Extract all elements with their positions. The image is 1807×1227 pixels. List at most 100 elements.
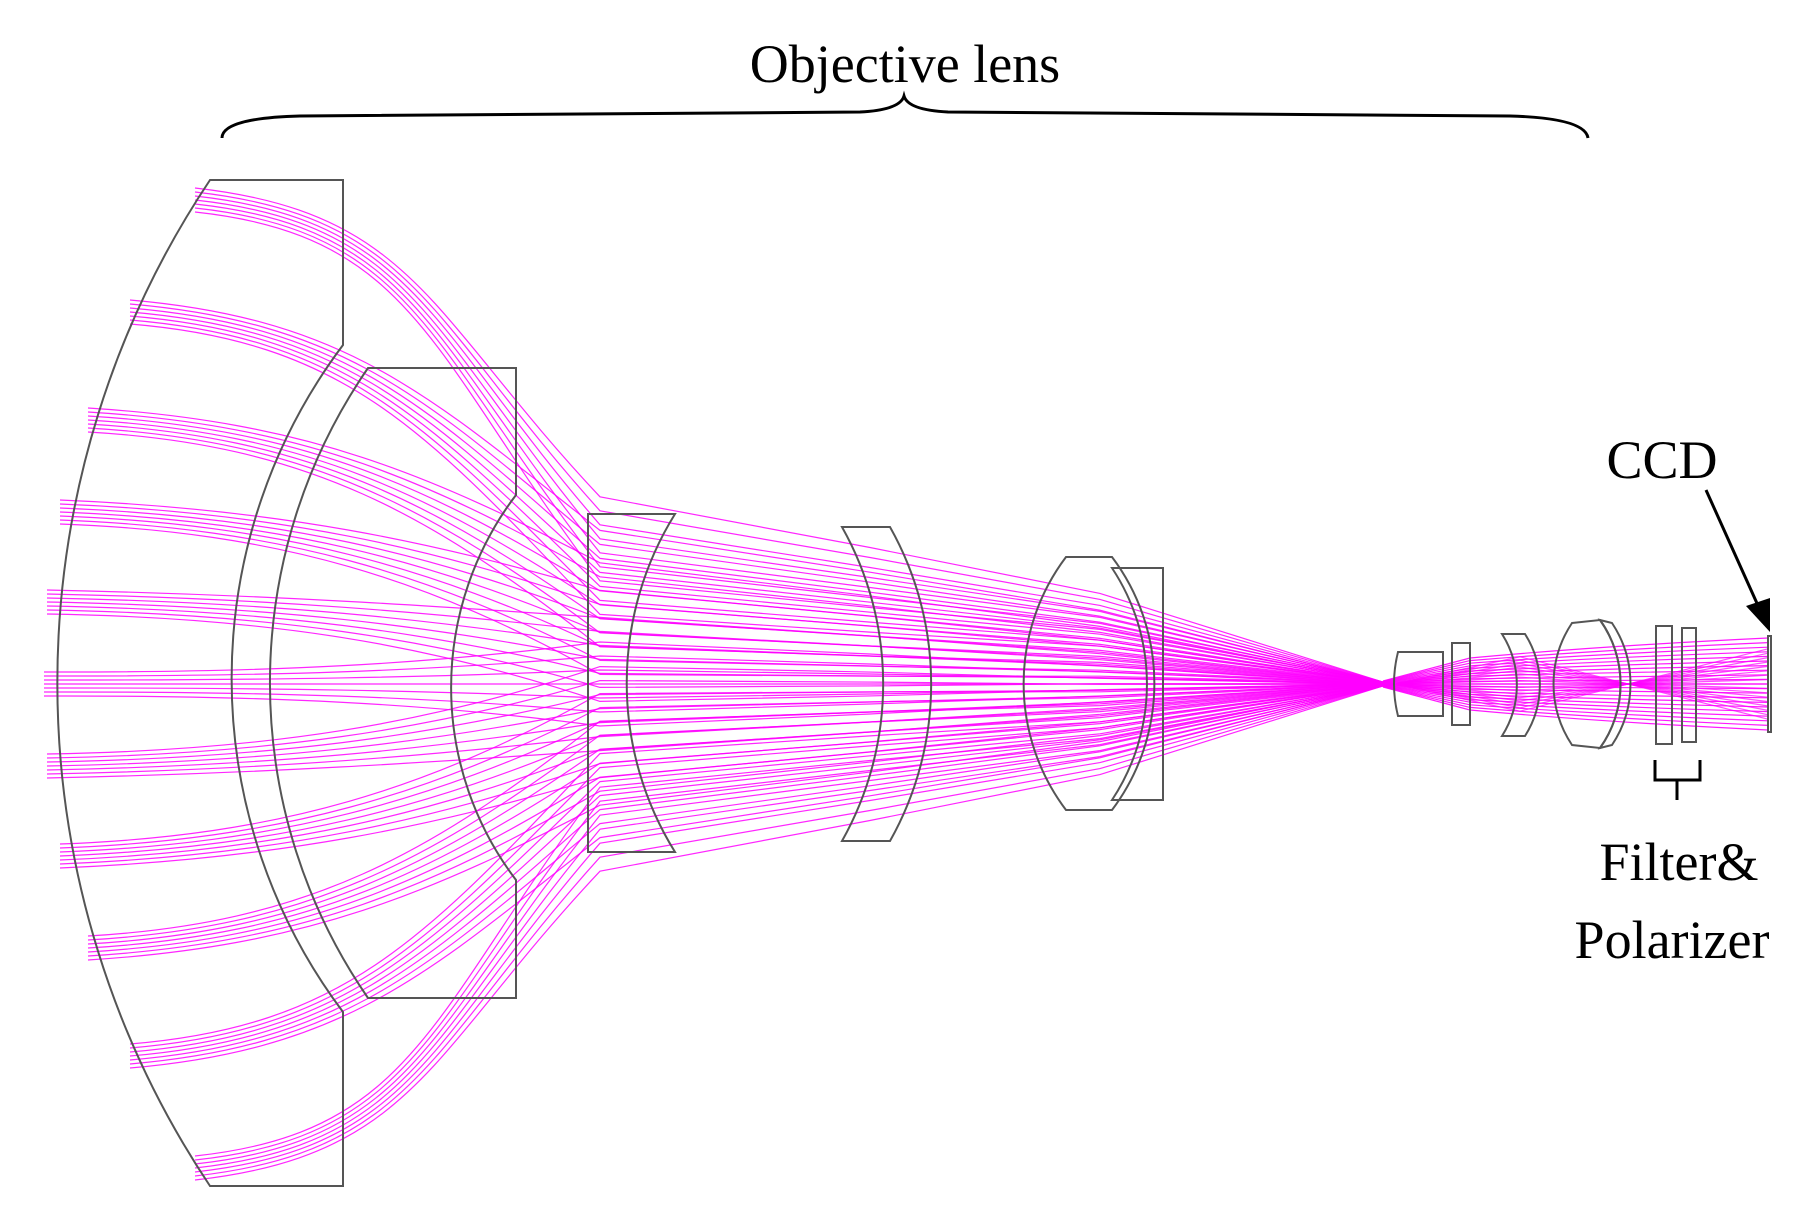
ray [129,303,1384,684]
polarizer-plate [1681,627,1697,743]
objective-lens-brace [220,90,1590,139]
ray [87,684,1384,953]
lens-element-7 [1393,651,1444,717]
ray [59,684,1384,861]
ray [194,211,1384,683]
lens-element-8 [1451,642,1471,726]
ray [1382,684,1769,708]
ray [129,684,1384,1061]
ray [46,605,1384,685]
ray [194,203,1384,683]
ray [46,609,1384,689]
ray [46,679,1384,759]
ray [59,684,1384,849]
ray [129,684,1384,1053]
ray [87,407,1384,684]
ray [194,685,1384,1173]
ray [59,684,1384,845]
ray [1382,679,1769,689]
ray [194,685,1384,1165]
ray [1382,637,1769,682]
ray [1382,670,1769,695]
lens-element-3 [587,513,677,853]
ray [87,684,1384,945]
ray [1382,652,1769,709]
ray [59,499,1384,684]
ray [1382,660,1769,684]
ray [1382,665,1769,699]
ray [1382,656,1769,720]
lens-element-5 [1022,556,1156,811]
ray [46,593,1384,685]
ray [1382,685,1769,717]
ray [46,589,1384,685]
ray [194,685,1384,1161]
ray [1382,679,1769,689]
ray [87,415,1384,684]
ray [1382,648,1769,712]
ray [59,684,1384,853]
ray [1382,686,1769,726]
ccd-label: CCD [1606,430,1717,490]
ray [87,684,1384,957]
ray [87,431,1384,684]
ray [1382,685,1769,713]
filter-bracket [1653,760,1702,800]
ray [87,411,1384,684]
ray [87,684,1384,961]
ray [1382,685,1769,722]
ray [1382,657,1769,706]
ray [46,597,1384,685]
ray [1382,651,1769,683]
ray [59,507,1384,684]
lens-element-4 [840,526,933,842]
ray [194,207,1384,683]
ray [129,315,1384,684]
lens-element-1 [56,179,344,1187]
ray [1382,642,1769,682]
ray [46,683,1384,767]
ray [1382,646,1769,683]
ray [129,684,1384,1049]
ccd-sensor [1767,635,1772,733]
ray [194,685,1384,1169]
ray [87,684,1384,941]
ray [46,683,1384,771]
ray [1382,686,1769,731]
ray [1382,674,1769,692]
ray [87,684,1384,949]
filter-label-line2: Polarizer [1575,910,1770,970]
ray [46,683,1384,779]
ray [1382,676,1769,694]
ray [1382,662,1769,711]
ray [59,511,1384,684]
lens-element-2 [269,367,517,999]
ray [59,684,1384,869]
ray [46,613,1384,703]
ccd-arrow-line [1704,489,1762,611]
ccd-arrow-head [1746,598,1770,632]
ray [129,684,1384,1045]
ray [1382,669,1769,703]
ray [59,523,1384,684]
ray [194,685,1384,1157]
filter-label-line1: Filter& [1600,832,1759,892]
ray [129,323,1384,684]
ray [43,683,1384,713]
ray [46,683,1384,763]
lens-elements [56,179,1772,1187]
ray [59,519,1384,684]
ray [59,684,1384,865]
ray [194,685,1384,1177]
ray [43,683,1384,727]
objective-lens-label: Objective lens [750,34,1060,94]
ray [129,311,1384,684]
ray [1382,659,1769,716]
ray [129,319,1384,684]
ray-bundles [43,187,1769,1181]
ray [46,665,1384,755]
ray [43,641,1384,685]
ray [129,299,1384,684]
ray [43,669,1384,685]
